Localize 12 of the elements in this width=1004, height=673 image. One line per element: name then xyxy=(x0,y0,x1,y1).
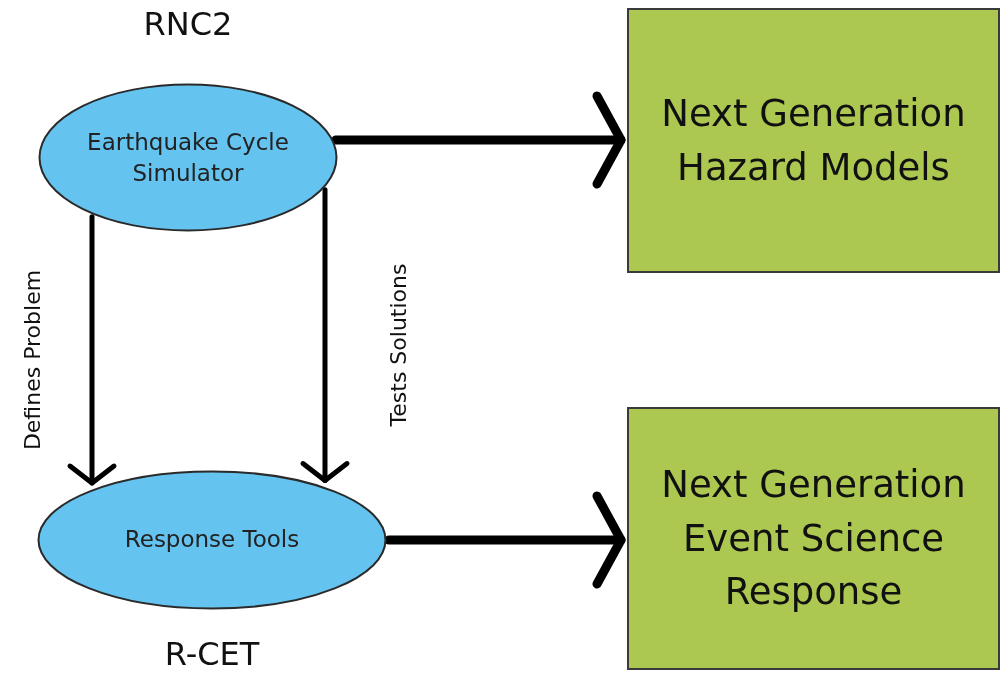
arrow xyxy=(300,187,350,484)
arrow xyxy=(331,91,626,189)
box-label: Next Generation Hazard Models xyxy=(660,90,967,191)
node-label: Earthquake Cycle Simulator xyxy=(86,127,290,188)
arrow xyxy=(67,214,117,486)
node-heading: R-CET xyxy=(164,635,260,673)
node-heading: RNC2 xyxy=(143,5,233,43)
output-box xyxy=(627,407,1000,670)
output-box xyxy=(627,8,1000,273)
box-label: Next Generation Event Science Response xyxy=(660,462,967,616)
arrow xyxy=(384,491,626,589)
node-label: Response Tools xyxy=(124,525,300,555)
